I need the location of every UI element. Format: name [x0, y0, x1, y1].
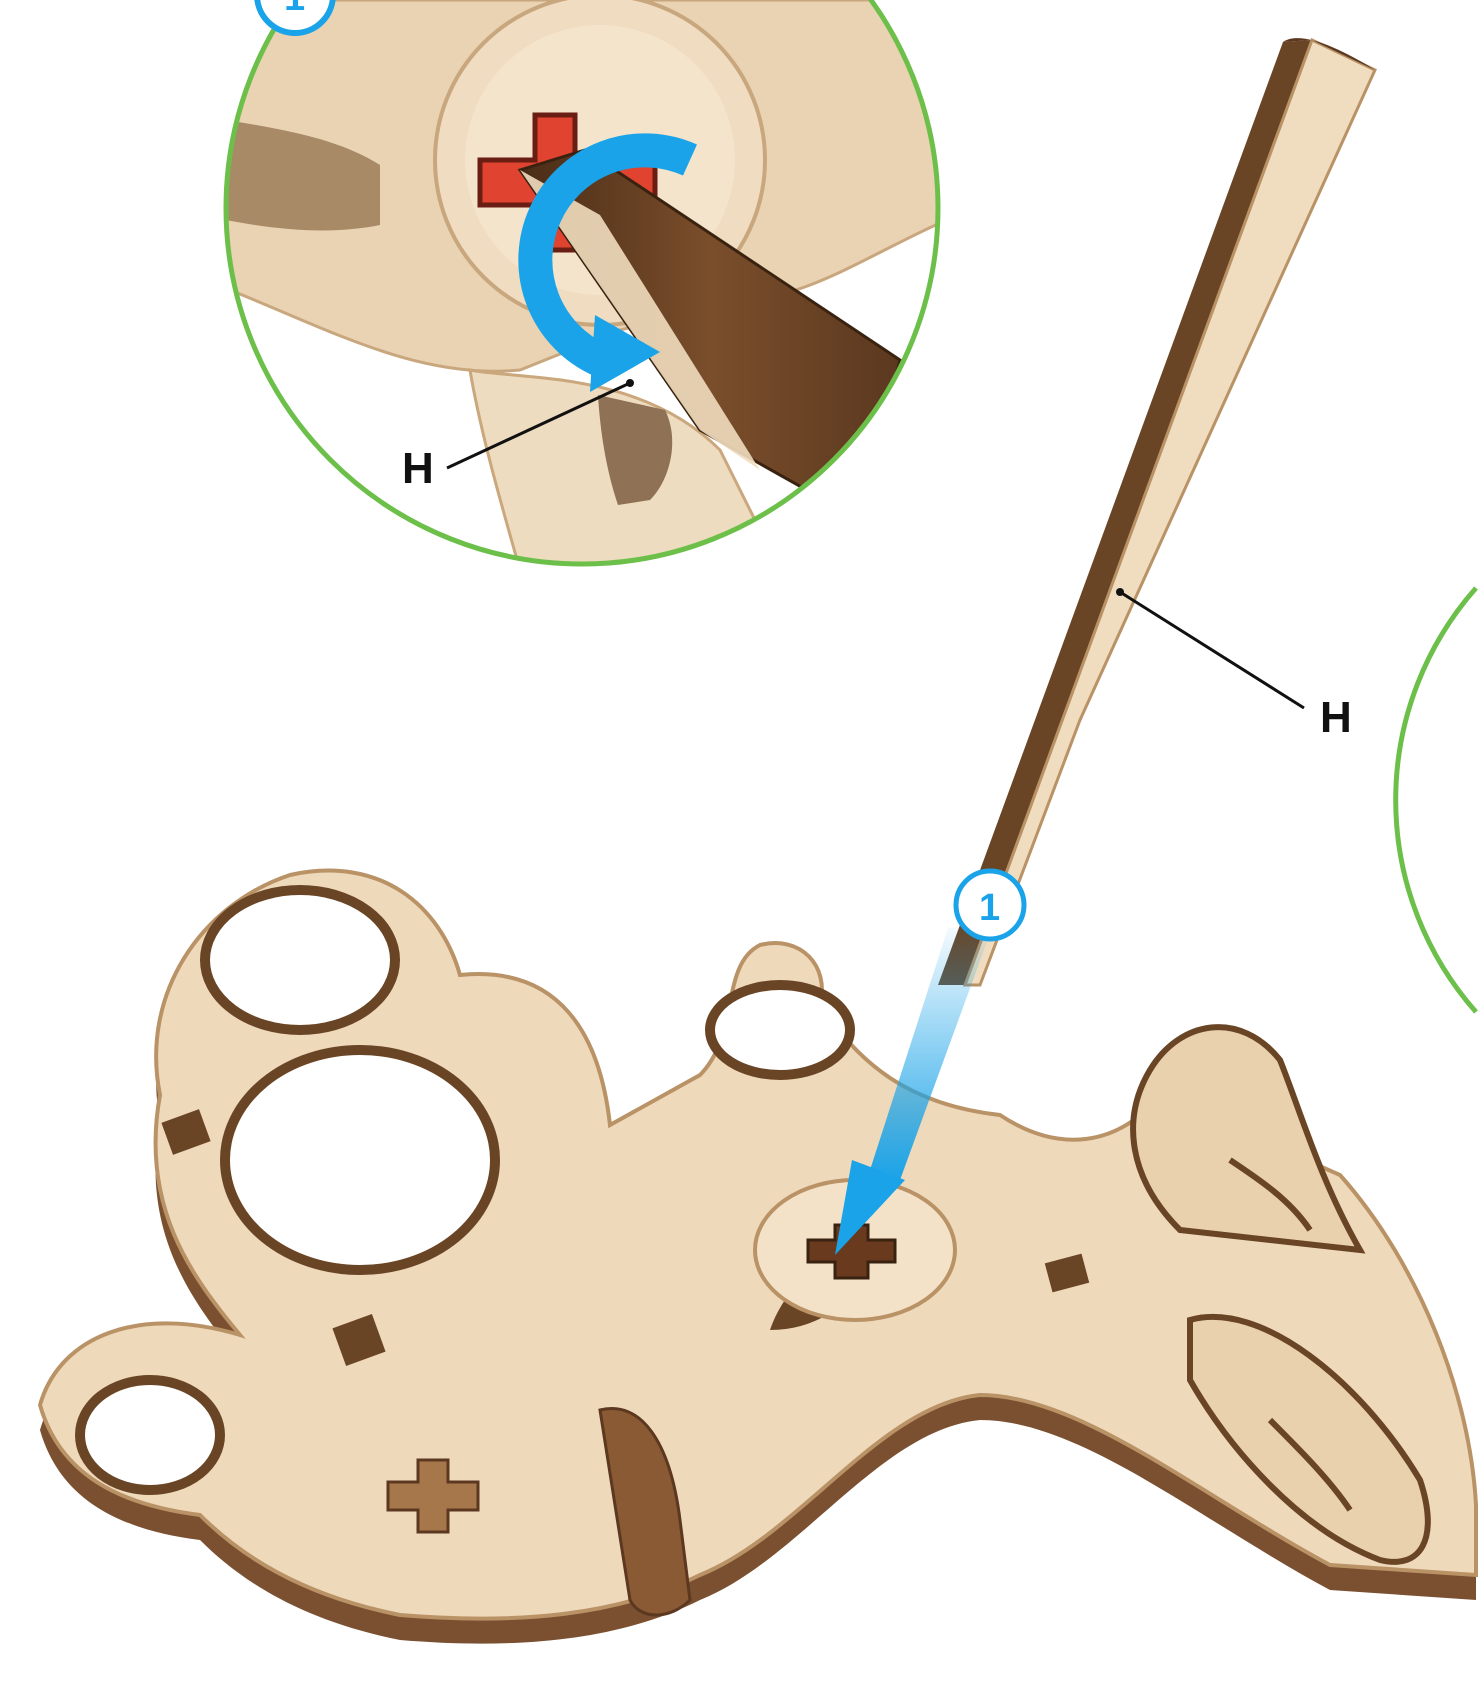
- assembly-hole-large: [225, 1050, 495, 1270]
- detail-circle-right-partial: [1396, 588, 1476, 1012]
- stick-light-face: [965, 40, 1375, 985]
- main-leader-line: [1120, 592, 1304, 708]
- assembly-hole-ring: [710, 985, 850, 1075]
- part-label-main: H: [1320, 693, 1352, 742]
- part-label-detail: H: [402, 444, 434, 493]
- main-leader-dot: [1116, 588, 1124, 596]
- stick-part-h: [938, 38, 1375, 985]
- detail-view: H 1: [180, 0, 1000, 570]
- assembly-hole-top: [205, 890, 395, 1030]
- step-badge: 1: [956, 871, 1024, 939]
- wooden-assembly: [40, 871, 1476, 1644]
- assembly-butterfly-wing-upper: [1133, 1027, 1360, 1250]
- step-number: 1: [979, 887, 1000, 929]
- step-number-top: 1: [284, 0, 305, 19]
- stick-dark-edge: [938, 40, 1312, 985]
- assembly-hole-left: [80, 1380, 220, 1490]
- detail-leader-dot: [626, 379, 634, 387]
